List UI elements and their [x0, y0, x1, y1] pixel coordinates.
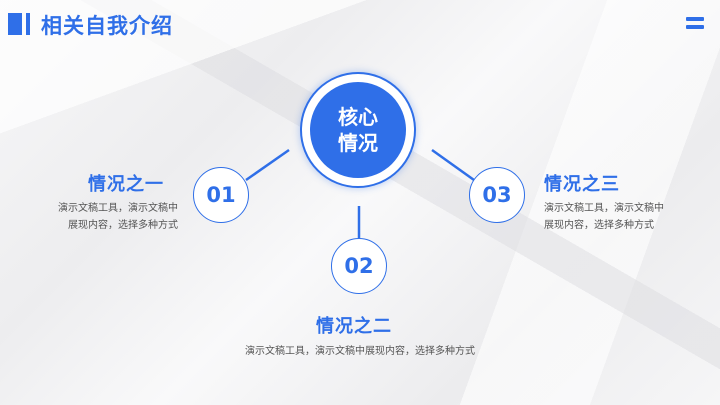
title-accent-bar [26, 13, 30, 35]
menu-icon[interactable] [686, 17, 704, 31]
core-label-line1: 核心 [338, 105, 378, 129]
page-title: 相关自我介绍 [41, 14, 173, 38]
item-title-01: 情况之一 [88, 174, 164, 195]
title-accent-block [8, 13, 22, 35]
connector-line-01 [245, 148, 290, 182]
item-title-02: 情况之二 [316, 316, 392, 337]
item-desc-02: 演示文稿工具，演示文稿中展现内容，选择多种方式 [245, 346, 475, 357]
number-badge-03: 03 [469, 167, 525, 223]
item-title-03: 情况之三 [544, 174, 620, 195]
number-badge-02: 02 [331, 238, 387, 294]
item-desc-01: 演示文稿工具，演示文稿中 展现内容，选择多种方式 [58, 203, 178, 231]
connector-line-03 [431, 148, 475, 182]
core-circle: 核心 情况 [300, 72, 416, 188]
core-label-line2: 情况 [338, 131, 378, 155]
item-desc-03: 演示文稿工具，演示文稿中 展现内容，选择多种方式 [544, 203, 664, 231]
number-badge-01: 01 [193, 167, 249, 223]
